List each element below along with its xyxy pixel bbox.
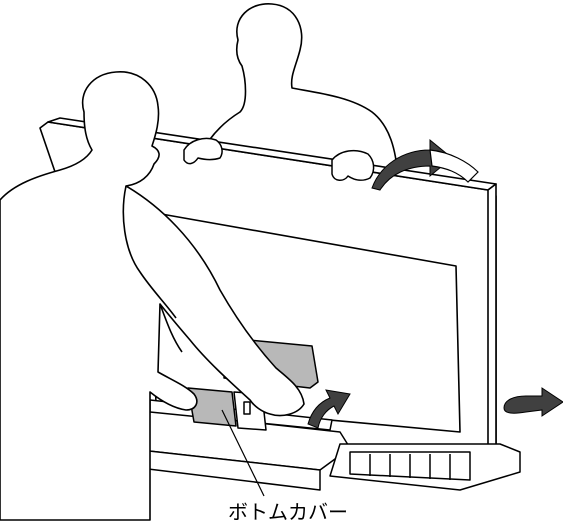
bottom-cover-label: ボトムカバー [228, 500, 348, 524]
back-person [189, 3, 399, 179]
stand-base [139, 399, 521, 491]
callout-leader-line [221, 409, 265, 497]
top-hands [183, 137, 375, 181]
curved-rotate-arrow-icon [371, 138, 479, 191]
curved-up-arrow-icon [307, 389, 351, 429]
front-person [0, 71, 305, 521]
push-right-arrow-icon [503, 387, 563, 417]
